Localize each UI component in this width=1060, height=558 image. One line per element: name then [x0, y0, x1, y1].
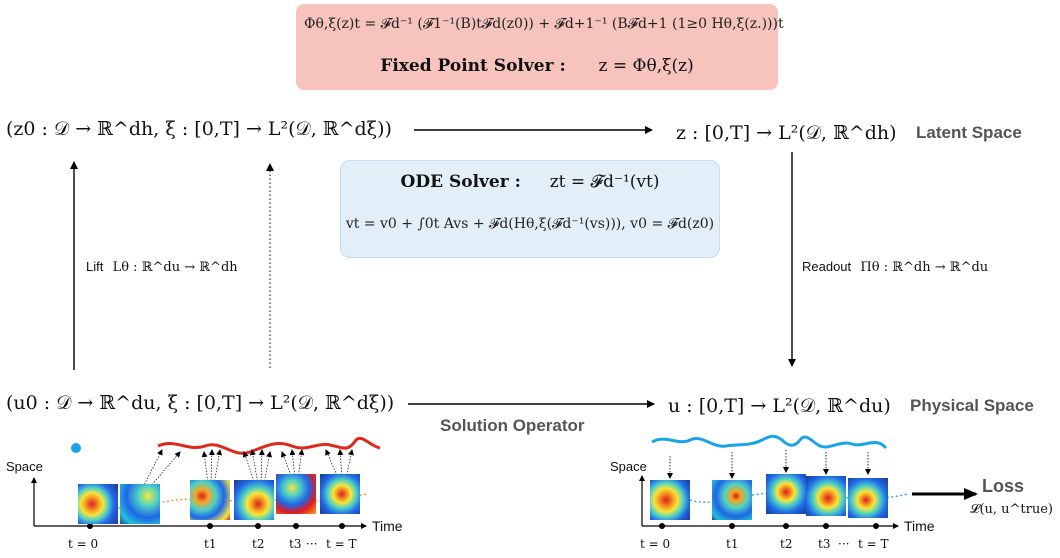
left-tick-ellipsis: ···: [306, 537, 318, 551]
solution-snapshot-heatmap: [766, 474, 806, 514]
solution-snapshot-heatmap: [650, 480, 690, 520]
loss-formula: 𝓛(u, u^true): [970, 502, 1054, 517]
loss-title: Loss: [982, 476, 1025, 496]
ode-solver-box: [340, 160, 720, 258]
noise-snapshot-heatmap: [320, 474, 360, 514]
latent-solution: z : [0,T] → L²(𝒟, ℝ^dh): [676, 122, 897, 144]
right-tick-tT: t = T: [858, 537, 889, 551]
solution-operator-label: Solution Operator: [440, 416, 585, 435]
physical-initial-condition: (u0 : 𝒟 → ℝ^du, ξ : [0,T] → L²(𝒟, ℝ^dξ)): [6, 392, 395, 414]
readout-annotation: Readout Πθ : ℝ^dh → ℝ^du: [802, 259, 988, 275]
fixed-point-caption: Fixed Point Solver : z = Φθ,ξ(z): [296, 56, 778, 76]
left-time-label: Time: [372, 518, 403, 534]
physical-solution: u : [0,T] → L²(𝒟, ℝ^du): [668, 395, 891, 417]
right-space-label: Space: [610, 459, 647, 474]
right-time-ticks: [659, 523, 879, 529]
lift-label: Lift: [86, 259, 104, 274]
ode-relation: zt = 𝓕d⁻¹(vt): [549, 172, 660, 192]
right-tick-t3: t3: [818, 537, 831, 551]
initial-condition-dot: [71, 443, 81, 453]
lift-formula: Lθ : ℝ^du → ℝ^dh: [112, 260, 238, 275]
left-tick-t0: t = 0: [68, 537, 99, 551]
solution-snapshot-heatmap: [848, 478, 888, 518]
solution-snapshot-heatmap: [806, 476, 846, 516]
noise-snapshot-heatmap: [276, 474, 316, 514]
ode-caption: ODE Solver : zt = 𝓕d⁻¹(vt): [340, 172, 720, 192]
right-time-label: Time: [904, 518, 935, 534]
ode-title: ODE Solver :: [400, 172, 521, 192]
solution-snapshot-heatmap: [712, 480, 752, 520]
right-tick-ellipsis: ···: [838, 537, 850, 551]
readout-label: Readout: [802, 259, 852, 274]
left-tick-t1: t1: [204, 537, 217, 551]
physical-space-label: Physical Space: [910, 396, 1034, 415]
left-time-ticks: [87, 523, 345, 529]
left-tick-t2: t2: [252, 537, 265, 551]
readout-sample-arrows: [667, 450, 871, 479]
right-tick-t2: t2: [780, 537, 793, 551]
left-space-label: Space: [6, 459, 43, 474]
noise-path: [157, 436, 381, 455]
latent-initial-condition: (z0 : 𝒟 → ℝ^dh, ξ : [0,T] → L²(𝒟, ℝ^dξ)): [6, 118, 392, 140]
fixed-point-box: [296, 4, 778, 90]
fixed-point-equation: Φθ,ξ(z)t = 𝓕d⁻¹ (𝓕1⁻¹(B)t𝓕d(z0)) + 𝓕d+1⁻…: [304, 16, 784, 32]
solution-path: [651, 434, 888, 450]
readout-formula: Πθ : ℝ^dh → ℝ^du: [860, 260, 989, 275]
noise-snapshot-heatmap: [78, 484, 118, 524]
right-tick-t1: t1: [726, 537, 739, 551]
noise-snapshot-heatmap: [234, 480, 274, 520]
latent-space-label: Latent Space: [916, 123, 1022, 142]
lift-annotation: Lift Lθ : ℝ^du → ℝ^dh: [86, 259, 238, 275]
fixed-point-relation: z = Φθ,ξ(z): [598, 56, 694, 76]
ode-integral-equation: vt = v0 + ∫0t Avs + 𝓕d(Hθ,ξ(𝓕d⁻¹(vs))), …: [345, 216, 715, 232]
fixed-point-title: Fixed Point Solver :: [380, 56, 566, 76]
left-tick-t3: t3: [289, 537, 302, 551]
left-tick-tT: t = T: [326, 537, 357, 551]
noise-snapshot-heatmap: [120, 484, 160, 524]
noise-sample-arrows: [142, 449, 354, 488]
right-tick-t0: t = 0: [640, 537, 671, 551]
noise-snapshot-heatmap: [190, 480, 230, 520]
